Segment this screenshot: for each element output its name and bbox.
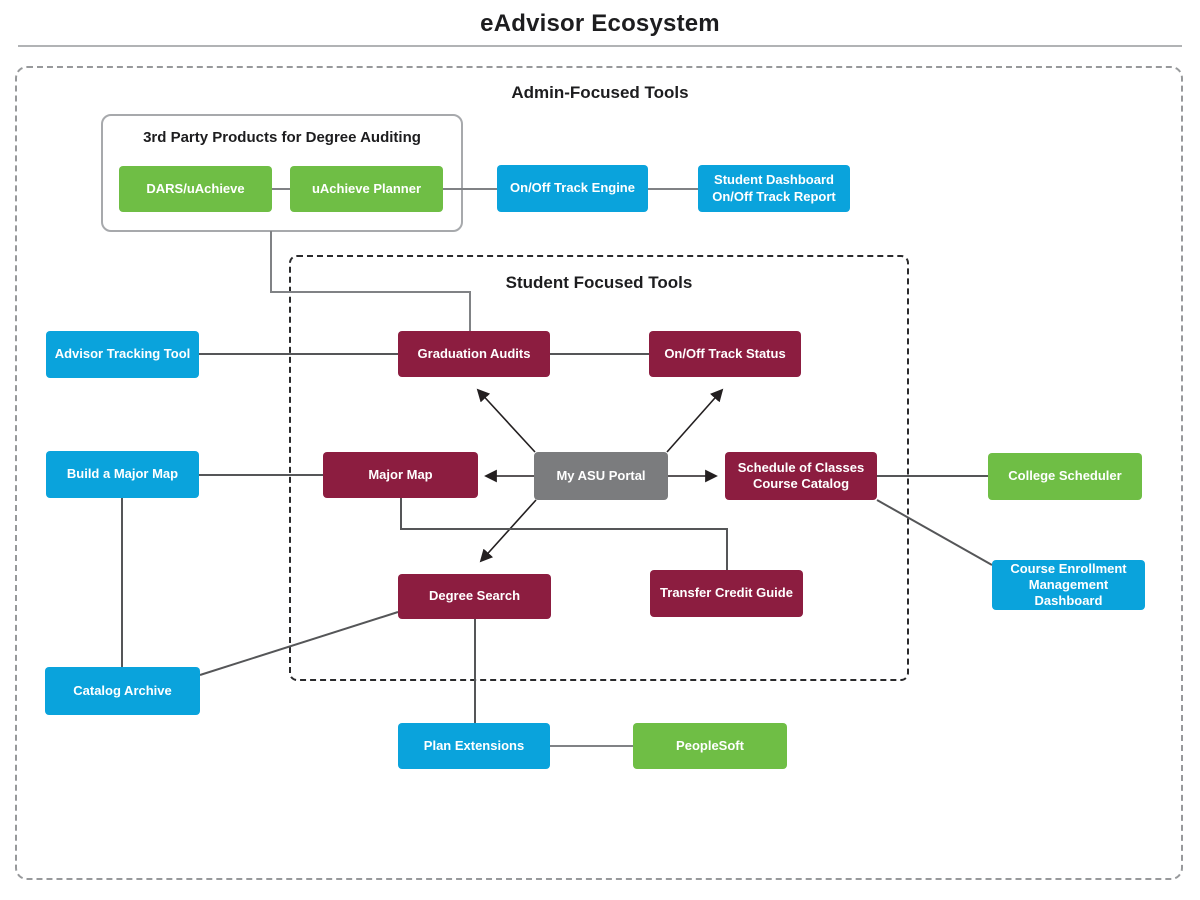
edge-major-map-to-transfer-credit [400,498,728,570]
node-course-enrollment-management-dashboard: Course Enrollment Management Dashboard [992,560,1145,610]
node-peoplesoft: PeopleSoft [633,723,787,769]
admin-focused-tools-label: Admin-Focused Tools [511,83,689,102]
edge-portal-to-graduation-audits [476,388,536,453]
node-transfer-credit-guide: Transfer Credit Guide [650,570,803,617]
node-my-asu-portal: My ASU Portal [534,452,668,500]
node-student-dashboard-report: Student Dashboard On/Off Track Report [698,165,850,212]
node-graduation-audits: Graduation Audits [398,331,550,377]
node-build-a-major-map: Build a Major Map [46,451,199,498]
node-on-off-track-engine: On/Off Track Engine [497,165,648,212]
node-on-off-track-status: On/Off Track Status [649,331,801,377]
node-catalog-archive: Catalog Archive [45,667,200,715]
node-uachieve-planner: uAchieve Planner [290,166,443,212]
node-major-map: Major Map [323,452,478,498]
page-title: eAdvisor Ecosystem [480,10,720,37]
edge-portal-to-degree-search [479,499,537,563]
node-advisor-tracking-tool: Advisor Tracking Tool [46,331,199,378]
admin-focused-tools-container [15,66,1183,880]
edge-thirdparty-to-graduation-audits [270,231,471,331]
node-degree-search: Degree Search [398,574,551,619]
node-plan-extensions: Plan Extensions [398,723,550,769]
edge-catalog-archive-to-degree-search [199,611,399,676]
title-divider [18,45,1182,47]
student-focused-tools-container [289,255,909,681]
student-focused-tools-label: Student Focused Tools [505,273,693,292]
node-dars-uachieve: DARS/uAchieve [119,166,272,212]
edge-schedule-to-cemd [876,499,993,566]
edge-portal-to-track-status [666,388,724,453]
node-college-scheduler: College Scheduler [988,453,1142,500]
node-schedule-of-classes: Schedule of Classes Course Catalog [725,452,877,500]
third-party-products-label: 3rd Party Products for Degree Auditing [143,129,421,146]
